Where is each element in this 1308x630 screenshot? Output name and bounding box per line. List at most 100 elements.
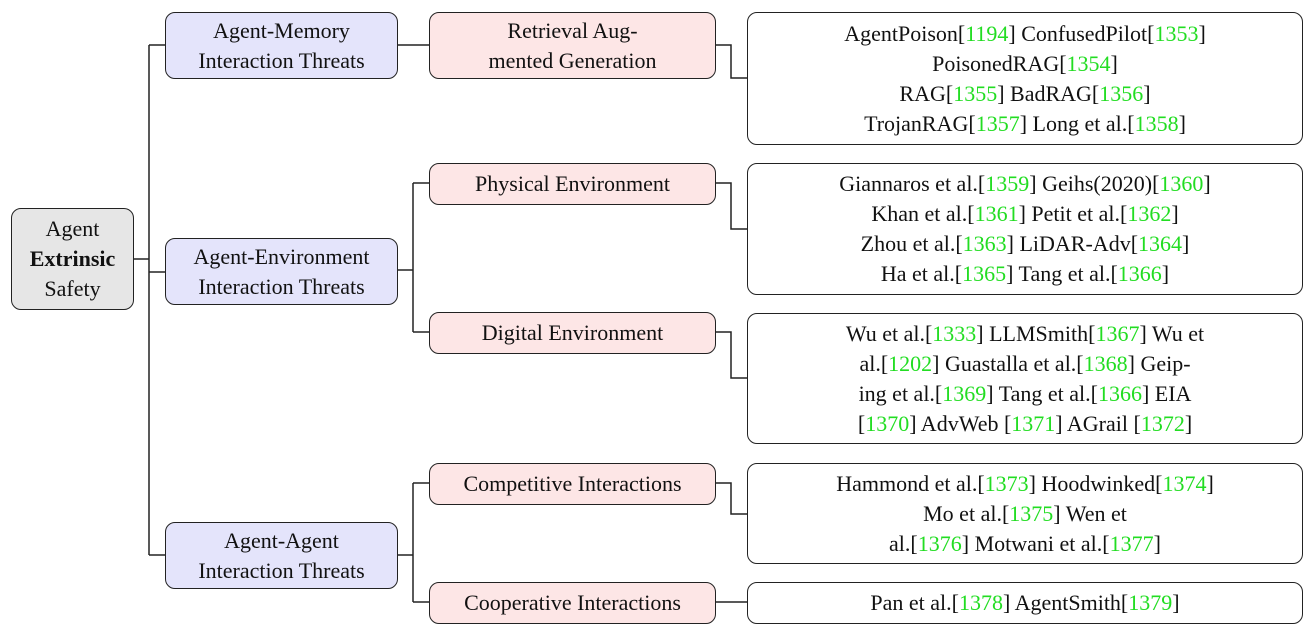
citation-number[interactable]: 1356 bbox=[1099, 80, 1144, 106]
subcategory-competitive-interactions: Competitive Interactions bbox=[429, 463, 716, 505]
citation-number[interactable]: 1373 bbox=[984, 470, 1029, 496]
citation-number[interactable]: 1362 bbox=[1127, 201, 1172, 226]
citation-number[interactable]: 1364 bbox=[1138, 231, 1183, 256]
reference-text: ] bbox=[1172, 590, 1180, 615]
category-agent-agent: Agent-Agent Interaction Threats bbox=[165, 522, 398, 589]
citation-number[interactable]: 1354 bbox=[1066, 50, 1111, 76]
connector-physical-leaf bbox=[716, 182, 747, 230]
citation-number[interactable]: 1358 bbox=[1134, 110, 1179, 136]
reference-text: ing et al.[ bbox=[858, 380, 943, 406]
citation-number[interactable]: 1363 bbox=[962, 231, 1007, 256]
reference-text: [ bbox=[857, 410, 866, 436]
citation-number[interactable]: 1375 bbox=[1009, 500, 1054, 526]
subcategory-label-line: mented Generation bbox=[488, 47, 657, 73]
citation-number[interactable]: 1202 bbox=[888, 350, 933, 376]
connector-rag-leaf bbox=[716, 44, 747, 79]
reference-line: [1370] AdvWeb [1371] AGrail [1372] bbox=[846, 409, 1204, 439]
reference-text: ] Petit et al.[ bbox=[1018, 201, 1128, 226]
reference-text: ] bbox=[1110, 50, 1118, 76]
reference-text: ] Hoodwinked[ bbox=[1028, 470, 1163, 496]
citation-number[interactable]: 1365 bbox=[962, 261, 1007, 286]
reference-text: ] bbox=[1161, 261, 1170, 286]
reference-text: ] bbox=[1203, 171, 1211, 196]
category-label-line: Agent-Environment bbox=[193, 243, 370, 269]
reference-text: ] Motwani et al.[ bbox=[961, 530, 1110, 556]
citation-number[interactable]: 1333 bbox=[932, 320, 977, 346]
citation-number[interactable]: 1357 bbox=[975, 110, 1020, 136]
subcategory-digital-environment: Digital Environment bbox=[429, 312, 716, 354]
citation-number[interactable]: 1366 bbox=[1117, 261, 1162, 286]
reference-text: ] Long et al.[ bbox=[1019, 110, 1135, 136]
reference-text: ] LLMSmith[ bbox=[976, 320, 1096, 346]
citation-number[interactable]: 1368 bbox=[1083, 350, 1128, 376]
reference-line: Khan et al.[1361] Petit et al.[1362] bbox=[839, 199, 1210, 229]
leaf-physical-references: Giannaros et al.[1359] Geihs(2020)[1360]… bbox=[747, 163, 1303, 295]
citation-number[interactable]: 1360 bbox=[1159, 171, 1204, 196]
reference-text: ] bbox=[1153, 530, 1161, 556]
citation-number[interactable]: 1379 bbox=[1128, 590, 1173, 615]
citation-number[interactable]: 1367 bbox=[1095, 320, 1140, 346]
citation-number[interactable]: 1371 bbox=[1011, 410, 1056, 436]
reference-text: ] AdvWeb [ bbox=[909, 410, 1012, 436]
reference-line: Zhou et al.[1363] LiDAR-Adv[1364] bbox=[839, 229, 1210, 259]
reference-text: ] bbox=[1198, 20, 1206, 46]
citation-number[interactable]: 1377 bbox=[1109, 530, 1154, 556]
citation-number[interactable]: 1376 bbox=[917, 530, 962, 556]
reference-text: PoisonedRAG[ bbox=[932, 50, 1067, 76]
citation-number[interactable]: 1372 bbox=[1140, 410, 1185, 436]
connector-digital-leaf bbox=[716, 331, 747, 379]
category-label-line: Interaction Threats bbox=[198, 273, 365, 299]
root-node: Agent Extrinsic Safety bbox=[11, 208, 134, 310]
category-agent-memory: Agent-Memory Interaction Threats bbox=[165, 12, 398, 79]
reference-text: RAG[ bbox=[899, 80, 954, 106]
reference-text: TrojanRAG[ bbox=[864, 110, 976, 136]
subcategory-cooperative-interactions: Cooperative Interactions bbox=[429, 582, 716, 624]
subcategory-label-line: Physical Environment bbox=[475, 171, 670, 196]
reference-text: ] BadRAG[ bbox=[997, 80, 1100, 106]
root-line1: Agent bbox=[45, 216, 100, 241]
citation-number[interactable]: 1355 bbox=[953, 80, 998, 106]
category-label-line: Agent-Agent bbox=[224, 527, 339, 553]
reference-line: Ha et al.[1365] Tang et al.[1366] bbox=[839, 259, 1210, 289]
reference-text: al.[ bbox=[889, 530, 918, 556]
reference-text: ] EIA bbox=[1141, 380, 1192, 406]
subcategory-label-line: Digital Environment bbox=[481, 320, 664, 345]
citation-number[interactable]: 1194 bbox=[965, 20, 1009, 46]
citation-number[interactable]: 1378 bbox=[958, 590, 1003, 615]
citation-number[interactable]: 1353 bbox=[1154, 20, 1199, 46]
citation-number[interactable]: 1369 bbox=[942, 380, 987, 406]
reference-text: ] bbox=[1178, 110, 1186, 136]
subcategory-label-line: Cooperative Interactions bbox=[464, 590, 681, 615]
reference-text: Khan et al.[ bbox=[871, 201, 975, 226]
reference-text: ] bbox=[1143, 80, 1151, 106]
reference-text: ] AGrail [ bbox=[1055, 410, 1141, 436]
subcategory-label-line: Competitive Interactions bbox=[463, 471, 682, 496]
reference-text: ] LiDAR-Adv[ bbox=[1006, 231, 1139, 256]
reference-line: Mo et al.[1375] Wen et bbox=[836, 499, 1214, 529]
reference-text: ] Geip- bbox=[1127, 350, 1191, 376]
reference-line: ing et al.[1369] Tang et al.[1366] EIA bbox=[846, 379, 1204, 409]
root-line3: Safety bbox=[44, 276, 101, 301]
reference-line: PoisonedRAG[1354] bbox=[844, 49, 1206, 79]
category-label-line: Interaction Threats bbox=[198, 557, 365, 583]
reference-line: AgentPoison[1194] ConfusedPilot[1353] bbox=[844, 19, 1206, 49]
citation-number[interactable]: 1359 bbox=[985, 171, 1030, 196]
reference-text: ] ConfusedPilot[ bbox=[1008, 20, 1155, 46]
category-label-line: Agent-Memory bbox=[213, 17, 350, 43]
leaf-rag-references: AgentPoison[1194] ConfusedPilot[1353]Poi… bbox=[747, 12, 1303, 145]
citation-number[interactable]: 1374 bbox=[1162, 470, 1207, 496]
reference-text: ] bbox=[1184, 410, 1193, 436]
reference-text: Zhou et al.[ bbox=[860, 231, 963, 256]
citation-number[interactable]: 1370 bbox=[865, 410, 910, 436]
reference-text: ] bbox=[1182, 231, 1190, 256]
reference-text: Pan et al.[ bbox=[870, 590, 959, 615]
reference-line: al.[1202] Guastalla et al.[1368] Geip- bbox=[846, 349, 1204, 379]
citation-number[interactable]: 1361 bbox=[974, 201, 1019, 226]
reference-text: Ha et al.[ bbox=[880, 261, 963, 286]
citation-number[interactable]: 1366 bbox=[1097, 380, 1142, 406]
reference-line: Wu et al.[1333] LLMSmith[1367] Wu et bbox=[846, 319, 1204, 349]
reference-line: RAG[1355] BadRAG[1356] bbox=[844, 79, 1206, 109]
reference-line: al.[1376] Motwani et al.[1377] bbox=[836, 529, 1214, 559]
